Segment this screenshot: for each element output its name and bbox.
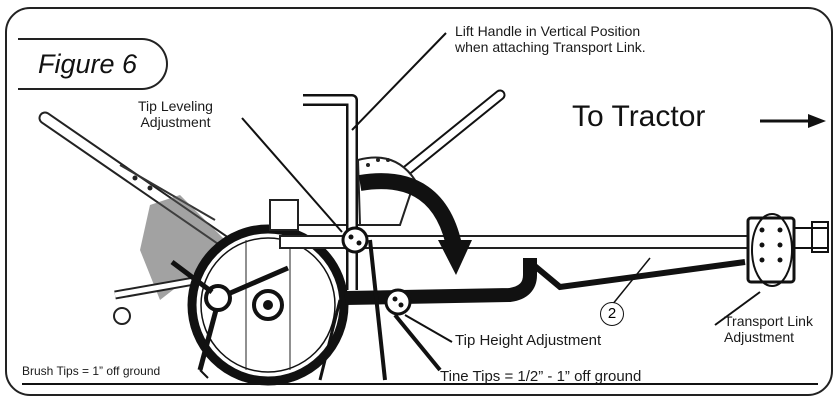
lift-handle-line2: when attaching Transport Link. — [455, 38, 646, 55]
brush-tips-note: Brush Tips = 1” off ground — [22, 364, 161, 378]
hydraulic-tube — [344, 258, 537, 305]
tip-leveling-line1: Tip Leveling — [138, 98, 213, 114]
tip-height-knob — [384, 288, 412, 316]
lift-handle-leader — [351, 32, 447, 131]
brush-panel — [140, 195, 225, 300]
tine-tips-note: Tine Tips = 1/2” - 1” off ground — [440, 368, 642, 385]
transport-link-bracket — [746, 216, 796, 284]
tip-leveling-leader — [241, 117, 343, 233]
transport-link-line2: Adjustment — [724, 328, 795, 345]
to-tractor-label: To Tractor — [572, 100, 706, 133]
transport-link-label: Transport Link Adjustment — [724, 313, 813, 345]
tip-leveling-knob — [341, 226, 369, 254]
transport-link-leader — [714, 291, 761, 326]
tip-leveling-line2: Adjustment — [140, 113, 211, 130]
tip-leveling-label: Tip Leveling Adjustment — [138, 98, 213, 130]
figure-label: Figure 6 — [18, 38, 168, 90]
diagram-frame — [5, 7, 833, 396]
part-2-leader — [611, 257, 651, 306]
part-number-badge: 2 — [600, 302, 624, 326]
lift-handle-label: Lift Handle in Vertical Position when at… — [455, 23, 646, 55]
curved-arrow-icon — [358, 173, 463, 252]
tip-height-leader — [404, 314, 453, 343]
transport-link-line1: Transport Link — [724, 313, 813, 329]
tip-height-label: Tip Height Adjustment — [455, 332, 602, 349]
tine-arm — [368, 239, 387, 381]
lift-handle-line1: Lift Handle in Vertical Position — [455, 23, 641, 39]
